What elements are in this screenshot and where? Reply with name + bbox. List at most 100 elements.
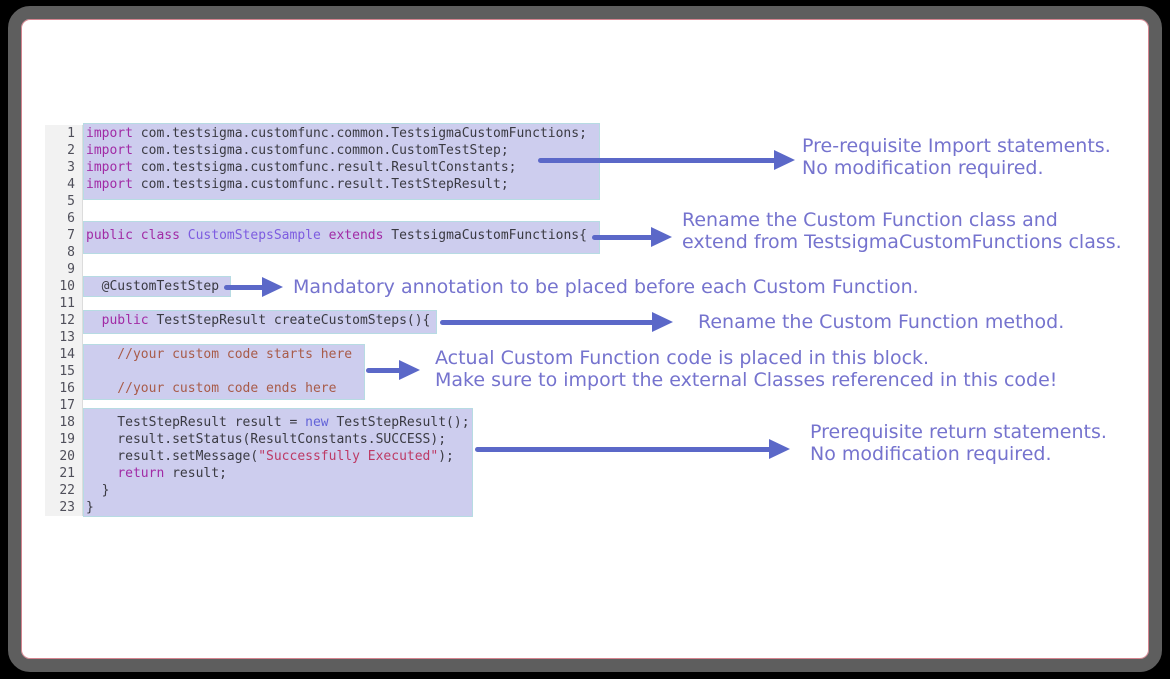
line-number: 6 bbox=[45, 210, 83, 227]
code-token: com.testsigma.customfunc.common.Testsigm… bbox=[132, 126, 587, 141]
code-highlight-block bbox=[83, 344, 365, 400]
code-text: public TestStepResult createCustomSteps(… bbox=[83, 312, 431, 329]
code-text: import com.testsigma.customfunc.result.R… bbox=[83, 159, 516, 176]
code-token: import bbox=[86, 160, 133, 175]
callout-line: Make sure to import the external Classes… bbox=[435, 369, 1058, 391]
code-token: TestStepResult(); bbox=[328, 415, 470, 430]
code-token: com.testsigma.customfunc.common.CustomTe… bbox=[132, 143, 509, 158]
code-token bbox=[86, 466, 117, 481]
code-token: TestsigmaCustomFunctions{ bbox=[383, 228, 587, 243]
callout-text: Rename the Custom Function method. bbox=[698, 311, 1064, 333]
line-number: 8 bbox=[45, 244, 83, 261]
line-number: 18 bbox=[45, 414, 83, 431]
code-text: public class CustomStepsSample extends T… bbox=[83, 227, 587, 244]
line-number: 11 bbox=[45, 295, 83, 312]
arrow-right-icon bbox=[769, 439, 790, 459]
code-text bbox=[83, 244, 86, 261]
code-line: 6 bbox=[45, 210, 587, 227]
code-text: import com.testsigma.customfunc.common.T… bbox=[83, 125, 587, 142]
code-text: } bbox=[83, 482, 110, 499]
code-token: com.testsigma.customfunc.result.ResultCo… bbox=[132, 160, 517, 175]
code-token: } bbox=[86, 483, 110, 498]
code-token: class bbox=[140, 228, 180, 243]
callout-line: Pre-requisite Import statements. bbox=[802, 135, 1111, 157]
code-text: @CustomTestStep bbox=[83, 278, 219, 295]
code-token: com.testsigma.customfunc.result.TestStep… bbox=[132, 177, 509, 192]
code-token bbox=[321, 228, 329, 243]
line-number: 4 bbox=[45, 176, 83, 193]
arrow-right-icon bbox=[651, 227, 672, 247]
code-token: TestStepResult createCustomSteps(){ bbox=[148, 313, 431, 328]
code-line: 13 bbox=[45, 329, 587, 346]
arrow-shaft bbox=[224, 284, 265, 290]
callout-line: Rename the Custom Function class and bbox=[682, 209, 1058, 231]
arrow-right-icon bbox=[774, 150, 795, 170]
code-text: result.setStatus(ResultConstants.SUCCESS… bbox=[83, 431, 446, 448]
code-token bbox=[133, 228, 141, 243]
code-line: 18 TestStepResult result = new TestStepR… bbox=[45, 414, 587, 431]
code-text bbox=[83, 295, 86, 312]
code-line: 14 //your custom code starts here bbox=[45, 346, 587, 363]
code-highlight-block bbox=[83, 123, 600, 200]
line-number: 23 bbox=[45, 499, 83, 516]
code-line: 5 bbox=[45, 193, 587, 210]
code-token: public bbox=[101, 313, 149, 328]
code-line: 15 bbox=[45, 363, 587, 380]
code-text bbox=[83, 210, 86, 227]
code-text: result.setMessage("Successfully Executed… bbox=[83, 448, 454, 465]
line-number: 7 bbox=[45, 227, 83, 244]
code-token: extends bbox=[328, 228, 384, 243]
code-token bbox=[86, 313, 102, 328]
code-token: ); bbox=[438, 449, 454, 464]
callout-line: Actual Custom Function code is placed in… bbox=[435, 347, 930, 369]
code-line: 21 return result; bbox=[45, 465, 587, 482]
code-line: 16 //your custom code ends here bbox=[45, 380, 587, 397]
code-token: new bbox=[305, 415, 329, 430]
code-token: import bbox=[86, 126, 133, 141]
code-token bbox=[180, 228, 188, 243]
code-token: CustomStepsSample bbox=[187, 228, 321, 243]
line-number: 5 bbox=[45, 193, 83, 210]
code-text: } bbox=[83, 499, 94, 516]
callout-text: Prerequisite return statements.No modifi… bbox=[810, 421, 1107, 465]
code-text bbox=[83, 363, 86, 380]
line-number: 9 bbox=[45, 261, 83, 278]
callout-text: Pre-requisite Import statements.No modif… bbox=[802, 135, 1111, 179]
line-number: 1 bbox=[45, 125, 83, 142]
code-line: 10 @CustomTestStep bbox=[45, 278, 587, 295]
code-token: @CustomTestStep bbox=[86, 279, 220, 294]
code-line: 19 result.setStatus(ResultConstants.SUCC… bbox=[45, 431, 587, 448]
code-token: public bbox=[86, 228, 133, 243]
code-token: result.setMessage( bbox=[86, 449, 259, 464]
code-text: return result; bbox=[83, 465, 227, 482]
code-line: 23} bbox=[45, 499, 587, 516]
code-highlight-block bbox=[83, 408, 473, 517]
code-token: //your custom code ends here bbox=[86, 381, 337, 396]
code-line: 8 bbox=[45, 244, 587, 261]
code-text bbox=[83, 397, 86, 414]
line-number: 20 bbox=[45, 448, 83, 465]
code-text: import com.testsigma.customfunc.result.T… bbox=[83, 176, 509, 193]
code-token: "Successfully Executed" bbox=[258, 449, 439, 464]
code-text: //your custom code starts here bbox=[83, 346, 352, 363]
code-line: 17 bbox=[45, 397, 587, 414]
arrow-shaft bbox=[592, 234, 654, 240]
line-number: 22 bbox=[45, 482, 83, 499]
code-token: } bbox=[86, 500, 94, 515]
line-number: 16 bbox=[45, 380, 83, 397]
code-token: import bbox=[86, 177, 133, 192]
line-number: 12 bbox=[45, 312, 83, 329]
code-text: TestStepResult result = new TestStepResu… bbox=[83, 414, 470, 431]
code-token: //your custom code starts here bbox=[86, 347, 353, 362]
callout-line: No modification required. bbox=[810, 443, 1052, 465]
code-token: return bbox=[117, 466, 165, 481]
callout-line: No modification required. bbox=[802, 157, 1044, 179]
code-line: 9 bbox=[45, 261, 587, 278]
